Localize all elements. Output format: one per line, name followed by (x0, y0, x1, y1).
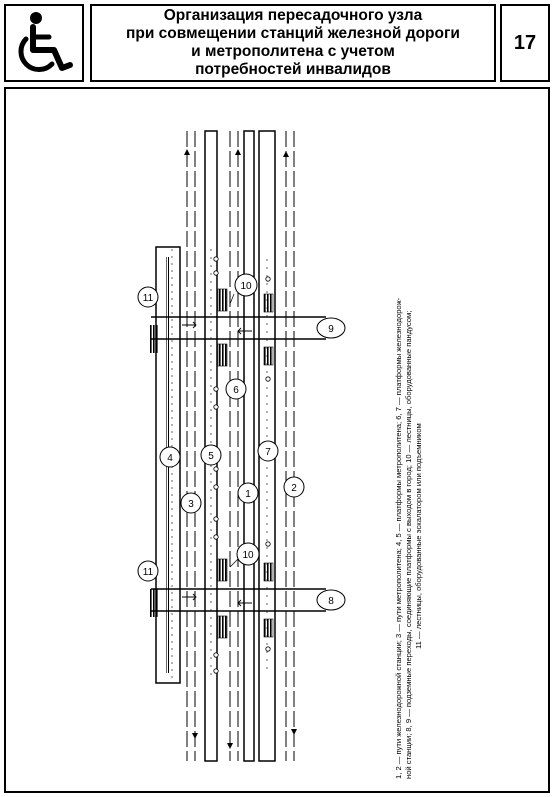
underground-passage-8 (151, 588, 326, 612)
svg-text:6: 6 (233, 385, 239, 396)
svg-text:3: 3 (188, 499, 194, 510)
svg-text:9: 9 (328, 324, 334, 335)
label-2: 2 (283, 476, 305, 498)
label-3: 3 (180, 492, 202, 514)
railway-track-2 (283, 131, 297, 761)
railway-platform-6 (243, 130, 255, 762)
caption-line-3: 11 — лестницы, оборудованные эскалатором… (414, 423, 423, 649)
sheet-number: 17 (513, 31, 537, 54)
svg-text:5: 5 (208, 451, 214, 462)
label-10b: 10 (229, 542, 260, 568)
sheet-number-box: 17 (500, 4, 550, 82)
stairs-with-ramp-group (217, 288, 274, 639)
svg-text:10: 10 (242, 550, 254, 561)
accessibility-icon-box (4, 4, 84, 82)
svg-text:10: 10 (240, 281, 252, 292)
label-10a: 10 (229, 273, 258, 305)
svg-text:8: 8 (328, 596, 334, 607)
svg-text:1: 1 (245, 489, 251, 500)
sheet-title-box: Организация пересадочного узла при совме… (90, 4, 496, 82)
sheet-title: Организация пересадочного узла при совме… (126, 7, 460, 78)
label-11b: 11 (137, 560, 159, 582)
wheelchair-icon (18, 12, 73, 72)
label-4: 4 (159, 446, 181, 468)
svg-text:4: 4 (167, 453, 173, 464)
label-11a: 11 (137, 286, 159, 308)
caption-line-2: ной станции; 8, 9 — подземные переходы, … (404, 311, 413, 779)
label-7: 7 (257, 440, 279, 462)
railway-track-1 (227, 131, 241, 761)
drawing-sheet: Организация пересадочного узла при совме… (4, 4, 550, 793)
svg-text:11: 11 (143, 567, 154, 578)
transfer-hub-diagram: 11 11 4 3 5 1 (137, 130, 423, 779)
label-9: 9 (316, 317, 346, 339)
diagram-frame: 11 11 4 3 5 1 (4, 87, 550, 793)
svg-text:11: 11 (143, 293, 154, 304)
underground-passage-9 (151, 316, 326, 340)
label-8: 8 (316, 589, 346, 611)
svg-text:7: 7 (265, 447, 271, 458)
label-6: 6 (225, 378, 247, 400)
diagram-caption: 1, 2 — пути железнодорожной станции; 3 —… (394, 297, 423, 779)
metro-track-3 (184, 131, 198, 761)
label-1: 1 (237, 482, 259, 504)
platform-benches (213, 256, 271, 674)
label-5: 5 (200, 444, 222, 466)
svg-text:2: 2 (291, 483, 297, 494)
caption-line-1: 1, 2 — пути железнодорожной станции; 3 —… (394, 297, 403, 779)
